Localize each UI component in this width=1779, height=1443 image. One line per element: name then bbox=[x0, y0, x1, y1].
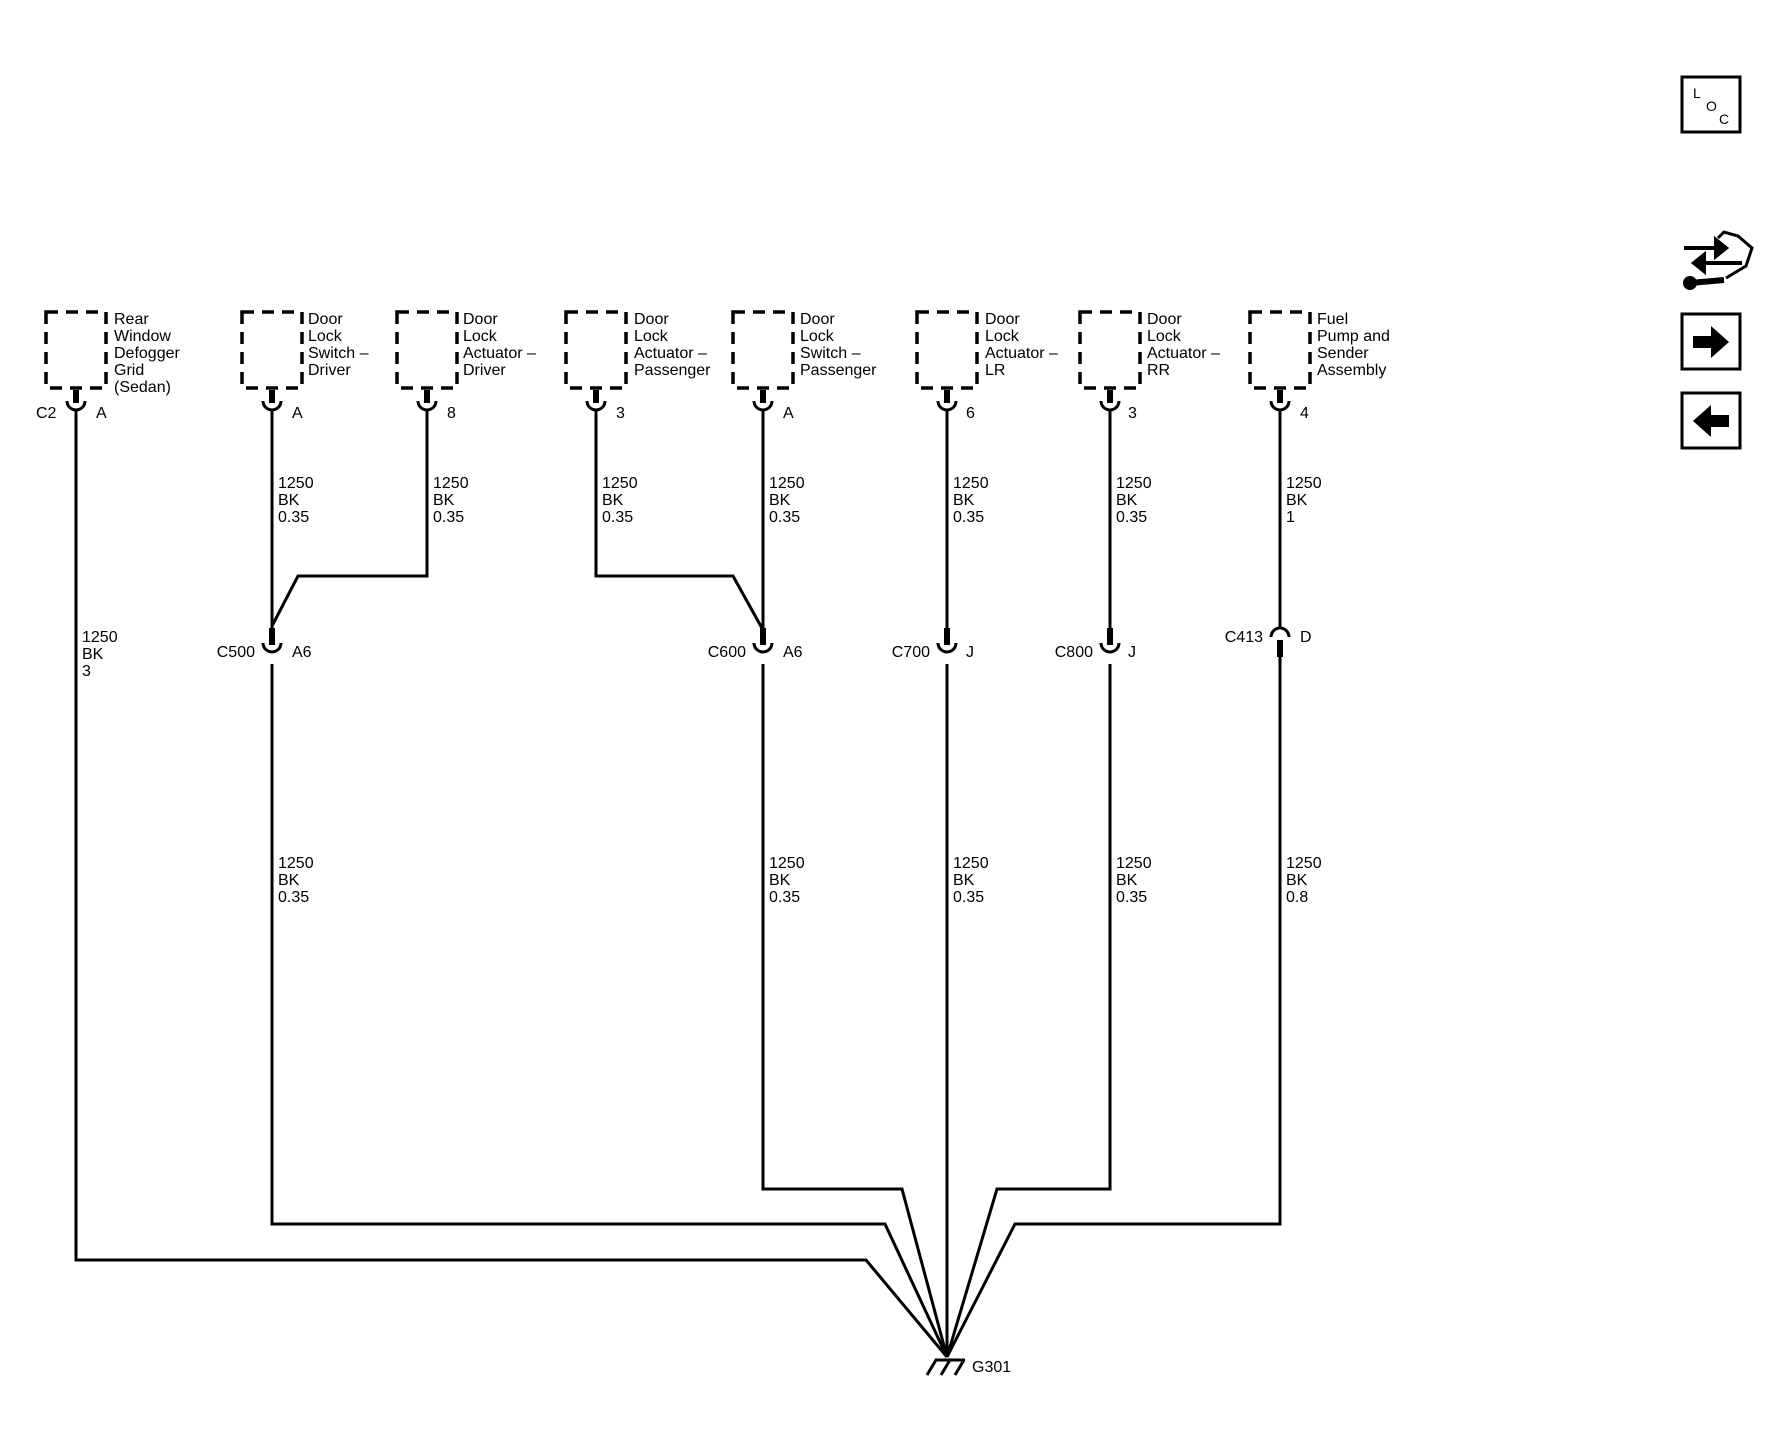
component-door-lock-switch-passenger: Door Lock Switch – Passenger A bbox=[731, 310, 877, 422]
ground-g301: G301 bbox=[925, 1358, 1011, 1376]
wire-c500-to-ground bbox=[270, 664, 949, 1358]
loc-button[interactable]: L O C bbox=[1680, 75, 1742, 134]
loc-letter-l: L bbox=[1693, 85, 1701, 101]
pin-number: J bbox=[1128, 644, 1136, 661]
connector-name: C800 bbox=[1055, 644, 1093, 661]
component-label: Door Lock Switch – Passenger bbox=[800, 311, 877, 379]
component-label: Door Lock Actuator – Passenger bbox=[634, 311, 711, 379]
wire-label: 1250 BK 0.35 bbox=[1116, 475, 1156, 526]
connector-name: C700 bbox=[892, 644, 930, 661]
connector-symbol bbox=[1269, 626, 1291, 638]
component-label: Door Lock Switch – Driver bbox=[308, 311, 373, 379]
connector-diagnostic-button[interactable] bbox=[1680, 228, 1756, 290]
component-box bbox=[44, 310, 108, 390]
component-box bbox=[240, 310, 304, 390]
wire-defogger-to-ground bbox=[74, 410, 949, 1358]
pin-number: A bbox=[292, 405, 303, 422]
ground-icon bbox=[925, 1359, 966, 1376]
component-rear-window-defogger-grid: Rear Window Defogger Grid (Sedan) C2 A bbox=[36, 310, 184, 422]
loc-letter-o: O bbox=[1706, 98, 1717, 114]
next-page-button[interactable] bbox=[1680, 312, 1742, 371]
wire-label: 1250 BK 3 bbox=[82, 629, 122, 680]
component-label: Fuel Pump and Sender Assembly bbox=[1317, 311, 1394, 379]
wire-label: 1250 BK 0.35 bbox=[278, 855, 318, 906]
component-box bbox=[395, 310, 459, 390]
wire-c413-to-ground bbox=[945, 646, 1282, 1358]
component-box bbox=[731, 310, 795, 390]
component-door-lock-actuator-lr: Door Lock Actuator – LR 6 bbox=[915, 310, 1062, 422]
pin-number: 8 bbox=[447, 405, 456, 422]
component-box bbox=[1248, 310, 1312, 390]
pin-number: 6 bbox=[966, 405, 975, 422]
connector-symbol bbox=[1099, 642, 1121, 654]
component-label: Door Lock Actuator – LR bbox=[985, 311, 1062, 379]
component-label: Door Lock Actuator – RR bbox=[1147, 311, 1224, 379]
inline-connector-c500: C500 A6 bbox=[217, 628, 312, 661]
wire-c800-to-ground bbox=[945, 664, 1112, 1358]
connector-symbol bbox=[752, 642, 774, 654]
previous-arrow-icon bbox=[1693, 405, 1729, 437]
previous-page-button[interactable] bbox=[1680, 391, 1742, 450]
pin-number: A6 bbox=[292, 644, 312, 661]
component-box bbox=[915, 310, 979, 390]
component-door-lock-actuator-passenger: Door Lock Actuator – Passenger 3 bbox=[564, 310, 711, 422]
wire-label: 1250 BK 0.35 bbox=[1116, 855, 1156, 906]
inline-connector-c800: C800 J bbox=[1055, 628, 1136, 661]
component-door-lock-switch-driver: Door Lock Switch – Driver A bbox=[240, 310, 373, 422]
connector-name: C2 bbox=[36, 405, 57, 422]
inline-connector-c700: C700 J bbox=[892, 628, 974, 661]
wire-label: 1250 BK 0.8 bbox=[1286, 855, 1326, 906]
ground-label: G301 bbox=[972, 1359, 1011, 1376]
pin-number: 3 bbox=[616, 405, 625, 422]
wire-label: 1250 BK 1 bbox=[1286, 475, 1326, 526]
component-box bbox=[564, 310, 628, 390]
wire-actuator-driver-to-c500 bbox=[270, 410, 429, 627]
connector-name: C413 bbox=[1225, 629, 1263, 646]
component-door-lock-actuator-rr: Door Lock Actuator – RR 3 bbox=[1078, 310, 1224, 422]
connector-symbol bbox=[936, 642, 958, 654]
pin-number: D bbox=[1300, 629, 1312, 646]
inline-connector-c413: C413 D bbox=[1225, 626, 1312, 657]
connector-diagnostic-icon bbox=[1683, 230, 1754, 290]
wire-label: 1250 BK 0.35 bbox=[602, 475, 642, 526]
pin-number: 4 bbox=[1300, 405, 1309, 422]
wire-label: 1250 BK 0.35 bbox=[953, 475, 993, 526]
connector-name: C600 bbox=[708, 644, 746, 661]
pin-number: A bbox=[783, 405, 794, 422]
next-arrow-icon bbox=[1693, 326, 1729, 358]
wire-label: 1250 BK 0.35 bbox=[433, 475, 473, 526]
component-box bbox=[1078, 310, 1142, 390]
wire-label: 1250 BK 0.35 bbox=[769, 855, 809, 906]
wire-label: 1250 BK 0.35 bbox=[953, 855, 993, 906]
connector-name: C500 bbox=[217, 644, 255, 661]
component-label: Rear Window Defogger Grid (Sedan) bbox=[114, 311, 184, 396]
loc-letter-c: C bbox=[1719, 111, 1729, 127]
wire-label: 1250 BK 0.35 bbox=[769, 475, 809, 526]
component-label: Door Lock Actuator – Driver bbox=[463, 311, 540, 379]
loc-button-frame bbox=[1680, 75, 1742, 134]
inline-connector-c600: C600 A6 bbox=[708, 628, 803, 661]
component-door-lock-actuator-driver: Door Lock Actuator – Driver 8 bbox=[395, 310, 540, 422]
pin-number: 3 bbox=[1128, 405, 1137, 422]
wire-label: 1250 BK 0.35 bbox=[278, 475, 318, 526]
connector-symbol bbox=[261, 642, 283, 654]
pin-number: J bbox=[966, 644, 974, 661]
wire-c600-to-ground bbox=[761, 664, 949, 1358]
pin-number: A6 bbox=[783, 644, 803, 661]
wire-actuator-passenger-to-c600 bbox=[594, 410, 765, 631]
pin-number: A bbox=[96, 405, 107, 422]
component-fuel-pump-sender-assembly: Fuel Pump and Sender Assembly 4 bbox=[1248, 310, 1394, 422]
